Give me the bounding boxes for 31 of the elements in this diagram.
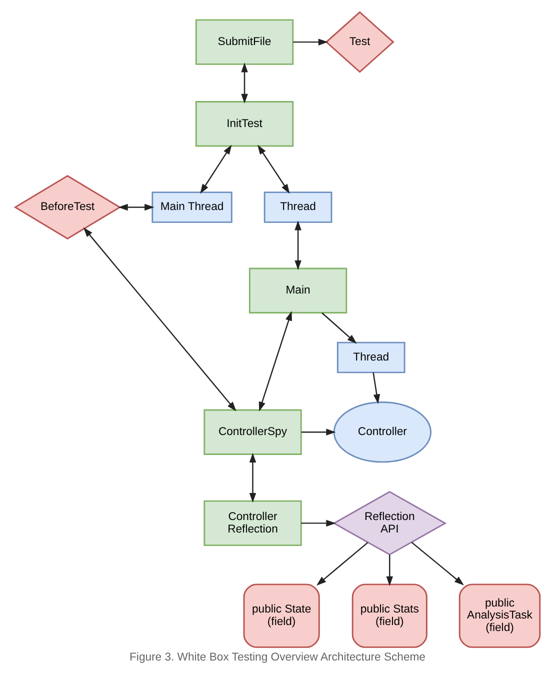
arrow: [258, 311, 292, 412]
node-box: Thread: [336, 342, 405, 374]
arrow: [200, 144, 232, 194]
arrow: [82, 227, 236, 412]
arrow: [372, 372, 380, 404]
node-box: Main Thread: [151, 192, 232, 223]
arrow: [386, 554, 393, 586]
arrow: [316, 542, 368, 586]
node-box: ControllerSpy: [203, 409, 302, 455]
arrow: [248, 452, 256, 503]
arrow: [292, 38, 328, 46]
node-box: InitTest: [194, 101, 294, 147]
node-ellipse: Controller: [332, 402, 432, 463]
arrow: [321, 312, 356, 344]
node-box: Thread: [263, 192, 332, 223]
arrow: [300, 428, 336, 436]
arrow: [294, 220, 301, 270]
arrow: [257, 144, 290, 194]
node-box: SubmitFile: [194, 19, 294, 65]
node-box: public AnalysisTask (field): [458, 584, 540, 648]
arrow: [240, 62, 248, 104]
node-box: public State (field): [242, 584, 320, 648]
node-box: Controller Reflection: [203, 500, 302, 546]
arrow: [118, 204, 154, 211]
node-diamond: Reflection API: [332, 490, 446, 556]
node-box: public Stats (field): [351, 584, 427, 648]
node-box: Main: [248, 268, 347, 314]
node-diamond: Test: [324, 11, 394, 73]
arrow: [410, 542, 464, 586]
caption: Figure 3. White Box Testing Overview Architecture Scheme: [129, 651, 425, 664]
arrow: [300, 520, 336, 527]
